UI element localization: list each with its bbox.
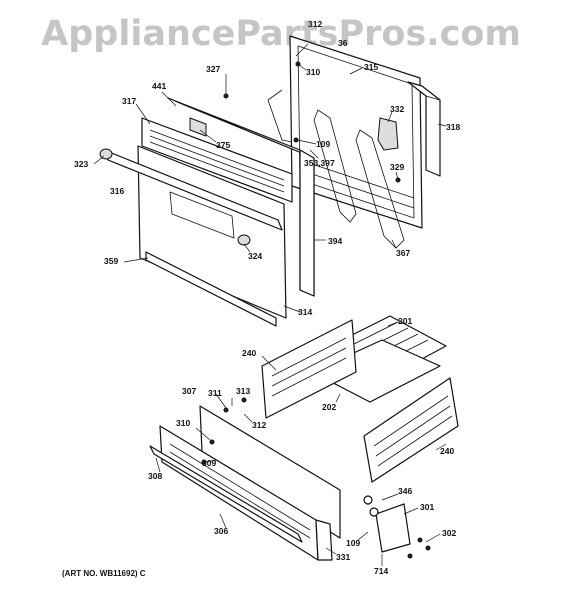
callout-309: 309 (202, 458, 216, 468)
callout-312b: 312 (252, 420, 266, 430)
callout-307: 307 (182, 386, 196, 396)
bracket-332 (377, 117, 399, 151)
callout-359: 359 (104, 256, 118, 266)
drawer-handle-308 (149, 445, 303, 543)
door-frame-394 (167, 97, 315, 297)
callout-714: 714 (374, 566, 388, 576)
callout-301: 301 (420, 502, 434, 512)
door-bottom-trim-359 (145, 251, 277, 327)
callout-310a: 310 (306, 67, 320, 77)
leader-lines (93, 43, 447, 566)
callout-375: 375 (216, 140, 230, 150)
callout-324: 324 (248, 251, 262, 261)
watermark-text: AppliancePartsPros.com (41, 14, 521, 54)
callout-311: 311 (208, 388, 222, 398)
callout-109b: 109 (346, 538, 360, 548)
callout-318: 318 (446, 122, 460, 132)
callout-441: 441 (152, 81, 166, 91)
broiler-pan-202 (311, 339, 441, 403)
rack-support-240b (363, 377, 459, 483)
screws (201, 61, 431, 559)
callout-310b: 310 (176, 418, 190, 428)
callout-315: 315 (364, 62, 378, 72)
callout-327: 327 (206, 64, 220, 74)
callout-367: 367 (396, 248, 410, 258)
callout-323: 323 (74, 159, 88, 169)
drawer-roller-301 (363, 495, 411, 553)
art-number: (ART NO. WB11692) C (62, 569, 146, 578)
callout-312a: 312 (308, 19, 322, 29)
callout-202: 202 (322, 402, 336, 412)
callout-313: 313 (236, 386, 250, 396)
callout-201: 201 (398, 316, 412, 326)
callout-240b: 240 (440, 446, 454, 456)
callout-316: 316 (110, 186, 124, 196)
callout-302: 302 (442, 528, 456, 538)
callout-332: 332 (390, 104, 404, 114)
door-gasket-318 (407, 81, 441, 177)
callout-308: 308 (148, 471, 162, 481)
callout-314: 314 (298, 307, 312, 317)
callout-labels: 312 36 310 315 327 441 317 332 318 375 1… (74, 19, 460, 576)
callout-306: 306 (214, 526, 228, 536)
callout-36: 36 (338, 38, 348, 48)
door-inner-panel-315 (289, 35, 423, 229)
rack-support-240a (261, 319, 357, 419)
callout-240a: 240 (242, 348, 256, 358)
callout-317: 317 (122, 96, 136, 106)
callout-331: 331 (336, 552, 350, 562)
callout-109a: 109 (316, 139, 330, 149)
callout-346: 346 (398, 486, 412, 496)
drawer-back-307 (199, 405, 341, 539)
callout-353-397: 353,397 (304, 158, 335, 168)
door-glass-panel-314 (137, 145, 287, 319)
callout-394: 394 (328, 236, 342, 246)
callout-329: 329 (390, 162, 404, 172)
drawer-bracket-331 (315, 519, 333, 561)
